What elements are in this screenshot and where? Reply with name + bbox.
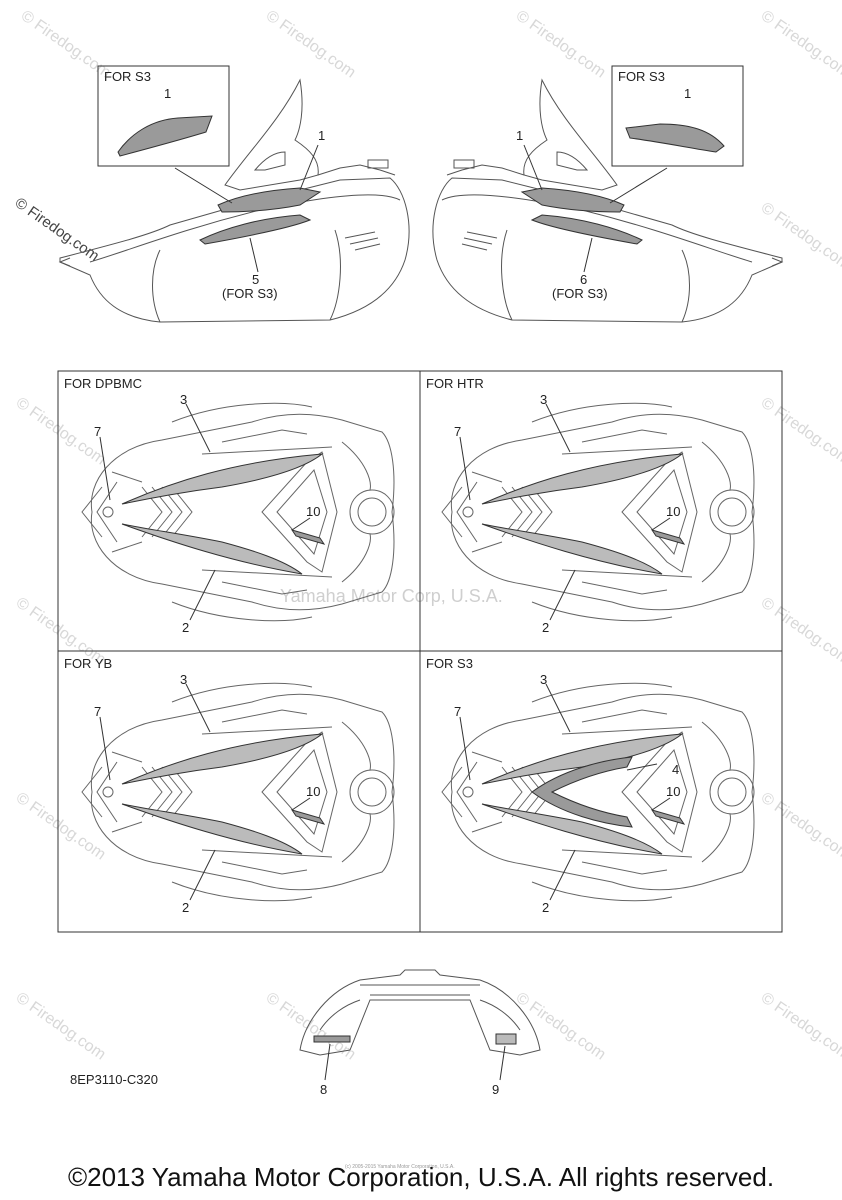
panel-title-yb: FOR YB: [64, 656, 112, 671]
copyright-footer: ©2013 Yamaha Motor Corporation, U.S.A. A…: [67, 1162, 775, 1192]
svg-text:© Firedog.com: © Firedog.com: [758, 7, 842, 81]
top-left-hull-view: [58, 78, 410, 323]
panel-htr-callout-10: 10: [666, 504, 680, 519]
panel-dpbmc-callout-10: 10: [306, 504, 320, 519]
callout-1-left-inset: 1: [164, 86, 171, 101]
panel-s3-drawing: [441, 682, 755, 902]
top-right-hull-view: [432, 78, 784, 323]
firedog-watermark: © Firedog.com: [12, 194, 103, 264]
callout-6-note: (FOR S3): [552, 286, 608, 301]
panel-yb-callout-3: 3: [180, 672, 187, 687]
left-inset-title: FOR S3: [104, 69, 151, 84]
svg-text:© Firedog.com: © Firedog.com: [513, 7, 609, 81]
panel-yb-callout-10: 10: [306, 784, 320, 799]
panel-s3-callout-3: 3: [540, 672, 547, 687]
panel-htr-callout-3: 3: [540, 392, 547, 407]
callout-1-right: 1: [516, 128, 523, 143]
callout-1-right-inset: 1: [684, 86, 691, 101]
svg-text:© Firedog.com: © Firedog.com: [18, 7, 114, 81]
svg-text:© Firedog.com: © Firedog.com: [758, 789, 842, 863]
panel-title-dpbmc: FOR DPBMC: [64, 376, 142, 391]
panel-title-htr: FOR HTR: [426, 376, 484, 391]
panel-s3-callout-10: 10: [666, 784, 680, 799]
panel-s3-callout-7: 7: [454, 704, 461, 719]
part-code: 8EP3110-C320: [70, 1072, 158, 1087]
panel-dpbmc-callout-2: 2: [182, 620, 189, 635]
panel-htr-callout-2: 2: [542, 620, 549, 635]
callout-8: 8: [320, 1082, 327, 1097]
svg-text:© Firedog.com: © Firedog.com: [13, 989, 109, 1063]
callout-6: 6: [580, 272, 587, 287]
rear-view-drawing: [299, 969, 541, 1081]
top-right-inset: [611, 65, 744, 167]
callout-1-left: 1: [318, 128, 325, 143]
variant-panels-frame: [57, 370, 783, 933]
callout-9: 9: [492, 1082, 499, 1097]
panel-title-s3: FOR S3: [426, 656, 473, 671]
svg-text:© Firedog.com: © Firedog.com: [758, 199, 842, 273]
panel-dpbmc-callout-3: 3: [180, 392, 187, 407]
panel-dpbmc-callout-7: 7: [94, 424, 101, 439]
svg-text:© Firedog.com: © Firedog.com: [758, 989, 842, 1063]
panel-s3-callout-4: 4: [672, 762, 679, 777]
panel-yb-drawing: [81, 682, 395, 902]
small-copyright: (c) 2005-2015 Yamaha Motor Corporation, …: [345, 1164, 455, 1170]
panel-htr-callout-7: 7: [454, 424, 461, 439]
panel-yb-callout-2: 2: [182, 900, 189, 915]
right-inset-title: FOR S3: [618, 69, 665, 84]
callout-5: 5: [252, 272, 259, 287]
yamaha-watermark: Yamaha Motor Corp, U.S.A.: [280, 586, 503, 606]
svg-text:© Firedog.com: © Firedog.com: [758, 594, 842, 668]
panel-leaders: [99, 403, 671, 901]
svg-text:© Firedog.com: © Firedog.com: [263, 7, 359, 81]
top-left-inset: [97, 65, 230, 167]
svg-text:© Firedog.com: © Firedog.com: [758, 394, 842, 468]
svg-text:© Firedog.com: © Firedog.com: [13, 789, 109, 863]
panel-s3-callout-2: 2: [542, 900, 549, 915]
callout-5-note: (FOR S3): [222, 286, 278, 301]
svg-text:© Firedog.com: © Firedog.com: [513, 989, 609, 1063]
panel-yb-callout-7: 7: [94, 704, 101, 719]
